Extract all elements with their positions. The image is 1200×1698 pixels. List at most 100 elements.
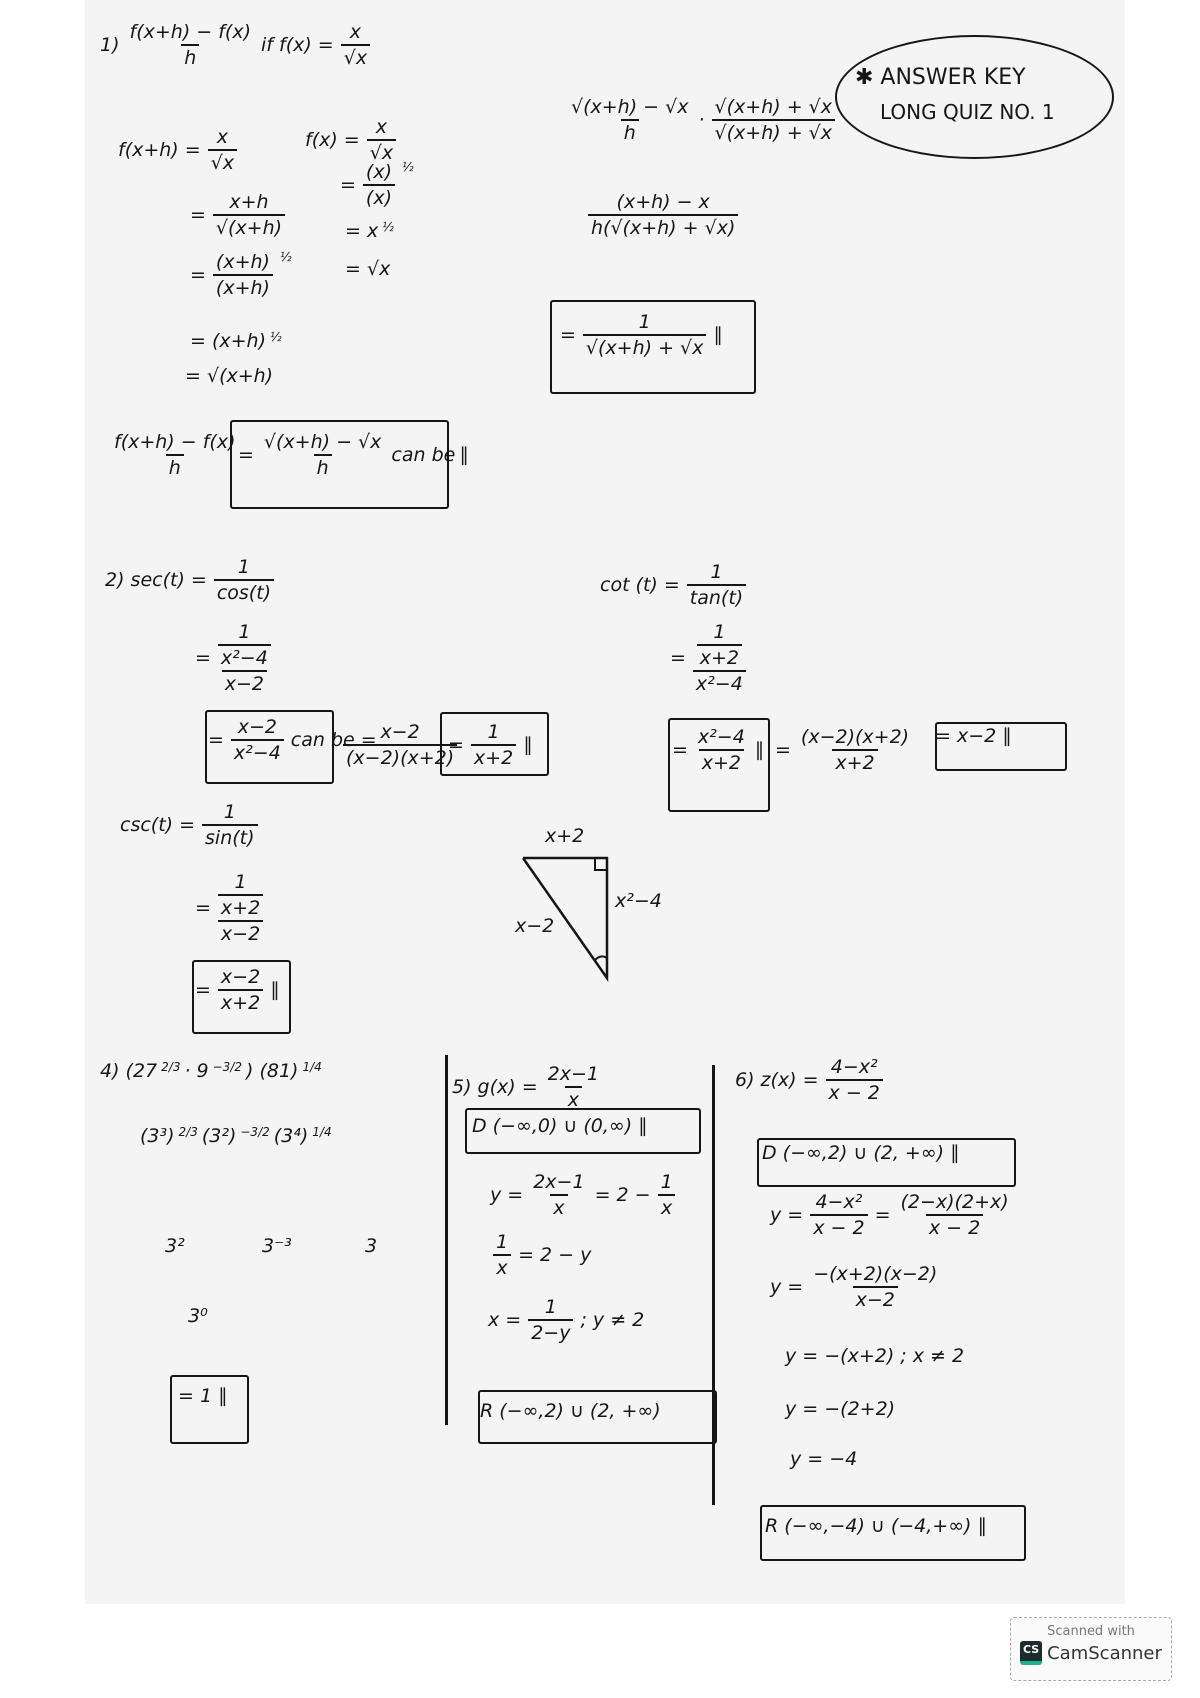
problem-6-step: y = −(2+2) bbox=[785, 1398, 895, 1420]
fraction: f(x+h) − f(x)h bbox=[127, 20, 254, 70]
math-text: (3³) bbox=[140, 1125, 175, 1147]
answer-key-badge bbox=[835, 35, 1114, 159]
triangle-label-adjacent: x−2 bbox=[515, 915, 554, 937]
math-text: = bbox=[874, 1204, 891, 1226]
problem-6-step: y = −(x+2) ; x ≠ 2 bbox=[785, 1345, 964, 1367]
math-text: = bbox=[560, 324, 576, 346]
math-text: if f(x) = bbox=[261, 34, 334, 56]
math-text: = x bbox=[345, 220, 379, 242]
fxh-step: f(x+h) =x√x bbox=[118, 125, 240, 175]
numerator: 1 bbox=[234, 871, 247, 893]
problem-6-domain: D (−∞,2) ∪ (2, +∞) ∥ bbox=[762, 1142, 960, 1164]
math-text: = bbox=[190, 264, 206, 286]
numerator: 1 bbox=[223, 801, 236, 823]
numerator: (x−2)(x+2) bbox=[800, 726, 910, 748]
math-text: = √(x+h) bbox=[185, 365, 274, 387]
math-text: = 2 − y bbox=[518, 1244, 592, 1266]
numerator: f(x+h) − f(x) bbox=[114, 431, 236, 453]
problem-5-domain: D (−∞,0) ∪ (0,∞) ∥ bbox=[472, 1115, 648, 1137]
numerator: 1 bbox=[710, 561, 723, 583]
problem-4-step: 3⁰ bbox=[188, 1305, 208, 1327]
badge-brand: CamScanner bbox=[1047, 1642, 1162, 1664]
denominator: √x bbox=[207, 149, 238, 175]
math-text: 4) (27 bbox=[100, 1060, 158, 1082]
denominator: x+2 bbox=[832, 749, 878, 775]
difference-quotient: f(x+h) − f(x)h bbox=[108, 430, 241, 480]
answer-box bbox=[465, 1108, 701, 1154]
fx-step: = √x bbox=[345, 258, 390, 280]
math-text: = bbox=[238, 444, 254, 466]
math-text: 3 bbox=[365, 1235, 378, 1257]
math-text: = bbox=[672, 739, 688, 761]
denominator: 2−y bbox=[528, 1319, 574, 1345]
cot-answer: = x−2 ∥ bbox=[935, 725, 1012, 747]
denominator: (x−2)(x+2) bbox=[343, 744, 458, 770]
math-text: 3⁻³ bbox=[262, 1235, 292, 1257]
numerator: x−2 bbox=[380, 721, 420, 743]
answer-box bbox=[760, 1505, 1026, 1561]
denominator: √(x+h) + √x bbox=[711, 119, 836, 145]
math-text: R (−∞,−4) ∪ (−4,+∞) ∥ bbox=[765, 1515, 988, 1537]
problem-4-step: 3 bbox=[365, 1235, 377, 1257]
denominator: x bbox=[658, 1194, 676, 1220]
denominator: x−2 bbox=[217, 920, 264, 946]
fraction: x+h√(x+h) bbox=[212, 190, 286, 240]
denominator: x − 2 bbox=[925, 1214, 984, 1240]
fraction: (2−x)(2+x)x − 2 bbox=[897, 1190, 1011, 1240]
denominator: h bbox=[165, 454, 184, 480]
numerator: 1 bbox=[638, 311, 651, 333]
math-text: can be bbox=[391, 444, 456, 466]
answer-box bbox=[192, 960, 291, 1034]
camscanner-badge: Scanned with CS CamScanner bbox=[1010, 1617, 1172, 1681]
fraction: −(x+2)(x−2)x−2 bbox=[810, 1262, 940, 1312]
fxh-step: =x+h√(x+h) bbox=[190, 190, 288, 240]
exponent: 1/4 bbox=[312, 1125, 332, 1139]
math-text: y = bbox=[770, 1204, 804, 1226]
numerator: 1 bbox=[544, 1296, 557, 1318]
denominator: √x bbox=[366, 139, 397, 165]
math-text: = bbox=[208, 729, 224, 751]
problem-4-step: 3² bbox=[165, 1235, 185, 1257]
math-text: x+2 bbox=[545, 825, 585, 847]
numerator: 2x−1 bbox=[533, 1171, 585, 1193]
numerator: (x+h) bbox=[215, 251, 270, 273]
fx-step: =(x)(x)½ bbox=[340, 160, 414, 210]
exponent: 2/3 bbox=[178, 1125, 198, 1139]
math-text: y = −4 bbox=[790, 1448, 858, 1470]
math-text: ∥ bbox=[459, 444, 469, 466]
denominator: x+2 bbox=[696, 644, 742, 670]
answer-box bbox=[550, 300, 756, 394]
math-text: x²−4 bbox=[615, 890, 662, 912]
denominator: sin(t) bbox=[202, 824, 258, 850]
fraction: (x)(x) bbox=[362, 160, 395, 210]
math-text: y = bbox=[770, 1276, 804, 1298]
answer-box bbox=[170, 1375, 249, 1444]
numerator: x−2 bbox=[220, 966, 261, 988]
math-text: · bbox=[698, 109, 705, 131]
numerator: 1 bbox=[237, 556, 250, 578]
math-text: y = bbox=[490, 1184, 524, 1206]
numerator: 2x−1 bbox=[547, 1063, 599, 1085]
quiz-title: LONG QUIZ NO. 1 bbox=[880, 100, 1055, 124]
camscanner-logo-icon: CS bbox=[1020, 1641, 1043, 1665]
numerator: 4−x² bbox=[830, 1056, 878, 1078]
answer-box bbox=[668, 718, 770, 812]
problem-6-step: y = −4 bbox=[790, 1448, 857, 1470]
denominator: h bbox=[181, 44, 200, 70]
triangle-label-opposite: x²−4 bbox=[615, 890, 662, 912]
math-text: 3⁰ bbox=[188, 1305, 208, 1327]
